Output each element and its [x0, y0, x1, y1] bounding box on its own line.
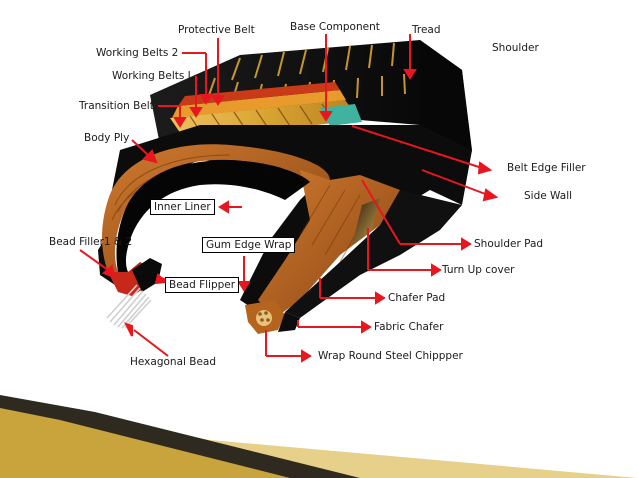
label-bead-flipper: Bead Flipper: [165, 277, 240, 293]
callout-arrows: [79, 34, 499, 363]
label-working-belts-2: Working Belts 2: [96, 47, 179, 59]
label-belt-edge-filler: Belt Edge Filler: [507, 162, 586, 174]
tire-casing: [98, 125, 472, 320]
label-tread: Tread: [412, 24, 441, 36]
left-bead-area: [106, 258, 162, 329]
label-shoulder: Shoulder: [492, 42, 539, 54]
decorative-corner-banner: [0, 395, 638, 478]
label-fabric-chafer: Fabric Chafer: [374, 321, 444, 333]
label-chafer-pad: Chafer Pad: [388, 292, 446, 304]
label-transition-belt: Transition Belt: [79, 100, 154, 112]
label-inner-liner: Inner Liner: [150, 199, 215, 215]
label-body-ply: Body Ply: [84, 132, 130, 144]
bead-wire-bundle: [106, 284, 152, 329]
label-turn-up-cover: Turn Up cover: [442, 264, 515, 276]
label-working-belts-1: Working Belts I: [112, 70, 191, 82]
label-bead-filler: Bead Filler1 & 2: [49, 236, 133, 248]
label-side-wall: Side Wall: [524, 190, 573, 202]
label-hexagonal-bead: Hexagonal Bead: [130, 356, 217, 368]
label-base-component: Base Component: [290, 21, 380, 33]
label-protective-belt: Protective Belt: [178, 24, 255, 36]
label-shoulder-pad: Shoulder Pad: [474, 238, 544, 250]
label-gum-edge-wrap: Gum Edge Wrap: [202, 237, 296, 253]
bottom-bead-area: [245, 300, 300, 334]
label-wrap-round-steel-chipper: Wrap Round Steel Chippper: [318, 350, 463, 362]
